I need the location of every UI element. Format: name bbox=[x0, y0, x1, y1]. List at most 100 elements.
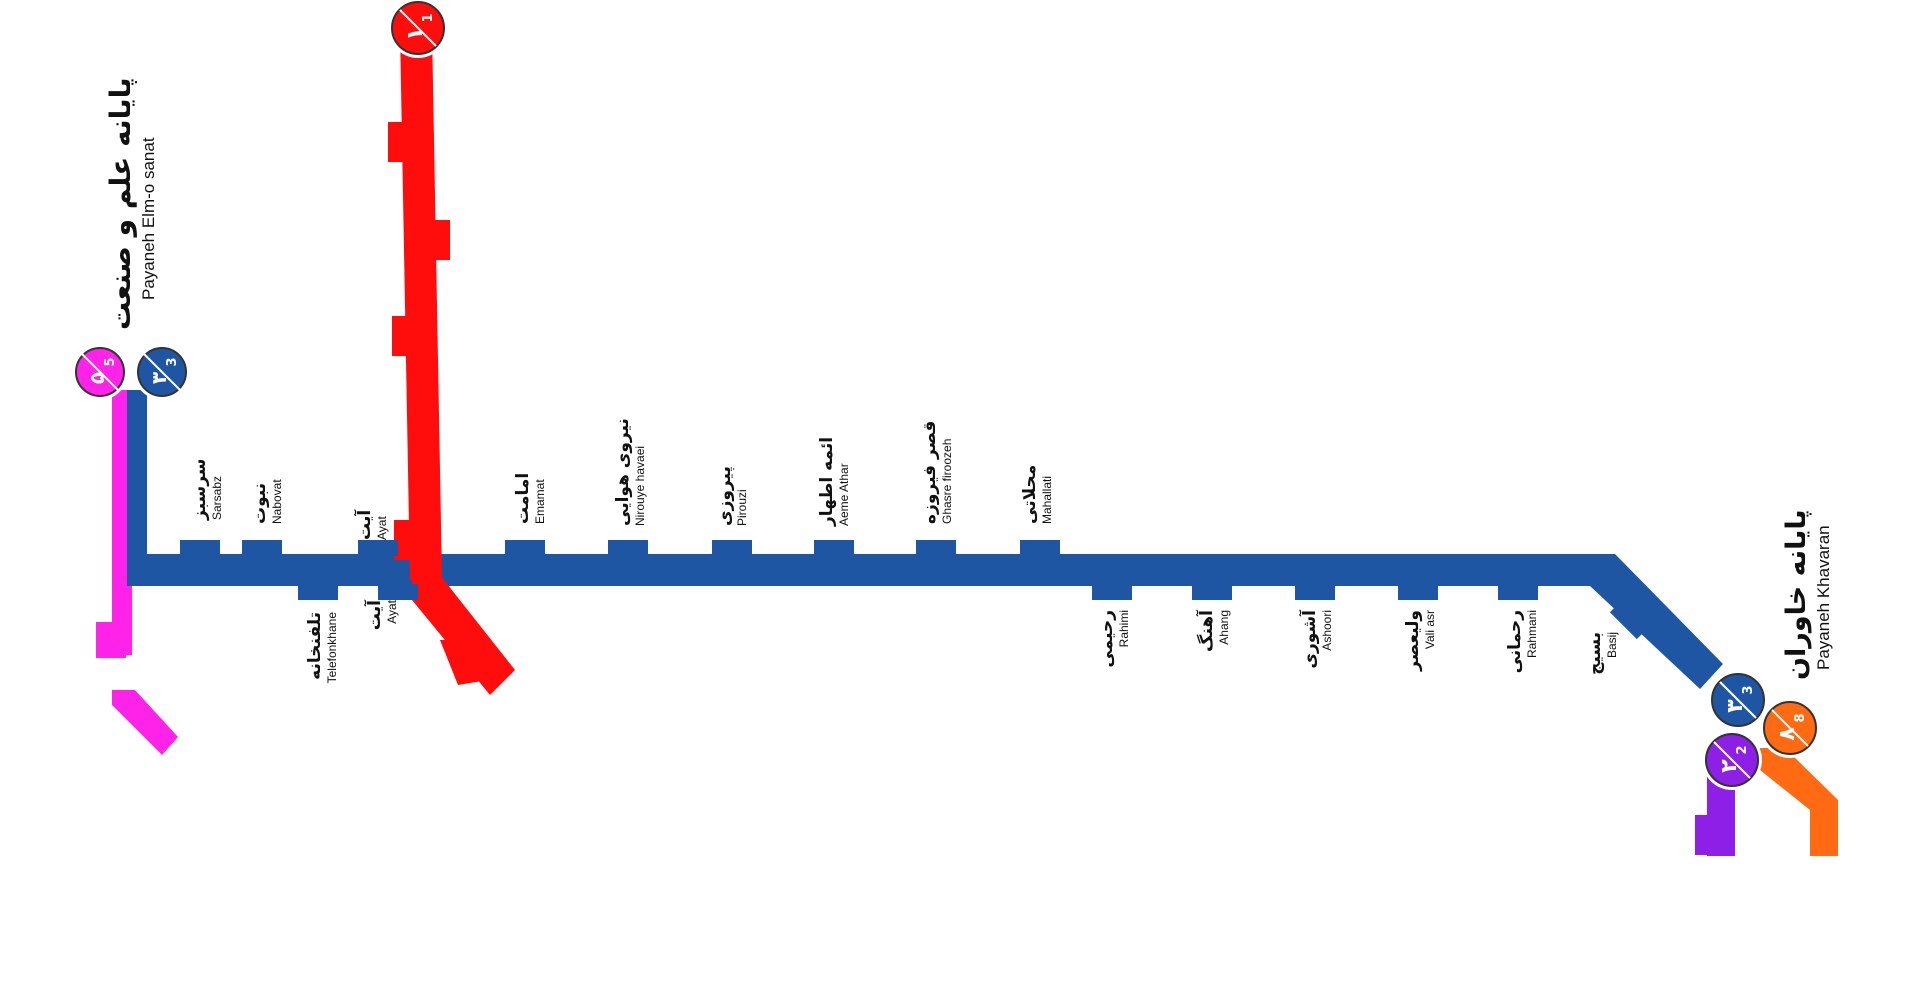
terminal-west-label: پایانه علم و صنعت Payaneh Elm-o sanat bbox=[104, 77, 158, 330]
station-label-fa: رحیمی bbox=[1097, 610, 1117, 668]
station-label-fa: قصر فیروزه bbox=[920, 421, 940, 524]
badge-fa: ۲ bbox=[1717, 759, 1742, 773]
badge-divider bbox=[399, 9, 437, 47]
badge-num: 8 bbox=[1793, 713, 1808, 722]
badge-divider bbox=[1771, 709, 1809, 747]
line-1-badge[interactable]: ۱ 1 bbox=[388, 0, 448, 58]
station-label-en: Emamat bbox=[533, 479, 547, 524]
badge-num: 3 bbox=[165, 357, 180, 366]
line-1 bbox=[388, 30, 515, 695]
station-label-fa: سرسبز bbox=[190, 458, 210, 521]
station-ashoori[interactable]: آشوری Ashoori bbox=[1298, 609, 1334, 669]
station-marker-bottom-6[interactable] bbox=[1498, 584, 1538, 600]
line-2-station-stub bbox=[1695, 815, 1717, 855]
station-marker-7[interactable] bbox=[916, 540, 956, 556]
station-label-fa: ولیعصر bbox=[1403, 610, 1423, 672]
badge-divider bbox=[143, 353, 181, 391]
station-marker-basij[interactable] bbox=[1609, 600, 1649, 640]
station-markers-bottom bbox=[298, 584, 1649, 640]
station-labels-bottom: تلفنخانه Telefonkhane آیت Ayat رحیمی Rah… bbox=[305, 599, 1619, 684]
line-5-badge[interactable]: ۵ 5 bbox=[72, 344, 128, 400]
line-2-badge[interactable]: ۲ 2 bbox=[1702, 730, 1762, 790]
station-marker-0[interactable] bbox=[180, 540, 220, 556]
station-label-fa: آشوری bbox=[1298, 609, 1320, 669]
badge-num: 3 bbox=[1741, 685, 1756, 694]
station-label-en: Aeme Athar bbox=[837, 463, 851, 526]
terminal-east-fa: پایانه خاوران bbox=[1781, 509, 1812, 680]
station-label-en: Mahallati bbox=[1040, 476, 1054, 524]
station-nirouye-havaei[interactable]: نیروی هوایی Nirouye havaei bbox=[613, 418, 647, 526]
station-ahang[interactable]: آهنگ Ahang bbox=[1195, 609, 1231, 652]
station-ayat-top[interactable]: آیت Ayat bbox=[353, 509, 389, 540]
station-label-en: Pirouzi bbox=[735, 489, 749, 526]
station-basij[interactable]: بسیج Basij bbox=[1585, 632, 1619, 675]
station-label-en: Ayat bbox=[375, 516, 389, 540]
station-marker-bottom-4[interactable] bbox=[1295, 584, 1335, 600]
station-label-fa: نیروی هوایی bbox=[613, 418, 633, 526]
station-pirouzi[interactable]: پیروزی Pirouzi bbox=[715, 466, 749, 526]
station-label-en: Basij bbox=[1605, 632, 1619, 658]
line-1-tail bbox=[412, 575, 515, 695]
badge-fa: ۸ bbox=[1775, 727, 1800, 741]
station-label-en: Ghasre firoozeh bbox=[940, 439, 954, 524]
station-marker-5[interactable] bbox=[712, 540, 752, 556]
station-marker-4[interactable] bbox=[608, 540, 648, 556]
station-nabovat[interactable]: نبوت Nabovat bbox=[250, 479, 284, 524]
station-sarsabz[interactable]: سرسبز Sarsabz bbox=[190, 458, 224, 521]
line-3-east-diagonal bbox=[1590, 554, 1723, 689]
line-1-station-stub bbox=[428, 220, 450, 260]
station-label-en: Ayat bbox=[385, 599, 399, 623]
line-3-badge-west[interactable]: ۳ 3 bbox=[134, 344, 190, 400]
station-label-fa: امامت bbox=[513, 473, 533, 524]
station-mahallati[interactable]: محلاتی Mahallati bbox=[1020, 465, 1054, 524]
station-labels-top: سرسبز Sarsabz نبوت Nabovat آیت Ayat امام… bbox=[190, 418, 1054, 540]
station-vali-asr[interactable]: ولیعصر Vali asr bbox=[1403, 610, 1437, 672]
station-ghasre-firoozeh[interactable]: قصر فیروزه Ghasre firoozeh bbox=[920, 421, 954, 524]
terminal-west-en: Payaneh Elm-o sanat bbox=[139, 137, 158, 300]
station-marker-1[interactable] bbox=[242, 540, 282, 556]
terminal-east-en: Payaneh Khavaran bbox=[1814, 525, 1833, 670]
station-label-en: Vali asr bbox=[1423, 610, 1437, 649]
station-rahmani[interactable]: رحمانی Rahmani bbox=[1505, 610, 1539, 673]
station-marker-bottom-3[interactable] bbox=[1192, 584, 1232, 600]
station-label-en: Rahmani bbox=[1525, 610, 1539, 658]
line-3-west-leg bbox=[127, 390, 147, 586]
station-label-en: Rahimi bbox=[1117, 610, 1131, 647]
station-ayat-bottom[interactable]: آیت Ayat bbox=[363, 599, 399, 630]
line-1-tail-stub bbox=[440, 640, 488, 685]
station-label-en: Ahang bbox=[1217, 610, 1231, 645]
line-8-badge[interactable]: ۸ 8 bbox=[1760, 698, 1820, 758]
line-3 bbox=[127, 390, 1723, 689]
station-marker-3[interactable] bbox=[505, 540, 545, 556]
line-3-badge-east[interactable]: ۳ 3 bbox=[1708, 670, 1768, 730]
badge-divider bbox=[1719, 681, 1757, 719]
station-marker-8[interactable] bbox=[1020, 540, 1060, 556]
badge-num: 5 bbox=[103, 357, 118, 366]
station-marker-bottom-2[interactable] bbox=[1092, 584, 1132, 600]
badge-divider bbox=[81, 353, 119, 391]
line-5-tail bbox=[112, 690, 178, 755]
station-marker-2[interactable] bbox=[358, 540, 398, 556]
station-rahimi[interactable]: رحیمی Rahimi bbox=[1097, 610, 1131, 668]
station-label-en: Ashoori bbox=[1320, 610, 1334, 651]
station-marker-bottom-5[interactable] bbox=[1398, 584, 1438, 600]
station-label-fa: ائمه اطهار bbox=[817, 437, 837, 527]
line-1-track bbox=[400, 30, 442, 580]
line-5-station-stub bbox=[96, 622, 126, 658]
station-label-fa: محلاتی bbox=[1020, 465, 1040, 524]
station-label-en: Sarsabz bbox=[210, 476, 224, 520]
station-marker-6[interactable] bbox=[814, 540, 854, 556]
station-telefonkhane[interactable]: تلفنخانه Telefonkhane bbox=[305, 612, 339, 684]
station-label-fa: آهنگ bbox=[1195, 609, 1217, 652]
station-marker-bottom-0[interactable] bbox=[298, 584, 338, 600]
station-label-fa: پیروزی bbox=[715, 466, 735, 526]
station-label-fa: آیت bbox=[353, 509, 375, 540]
line-3-main-track bbox=[127, 554, 1607, 586]
station-aeme-athar[interactable]: ائمه اطهار Aeme Athar bbox=[817, 437, 851, 527]
station-marker-bottom-1[interactable] bbox=[378, 584, 418, 600]
station-emamat[interactable]: امامت Emamat bbox=[513, 473, 547, 524]
badge-fa: ۵ bbox=[85, 372, 109, 384]
station-label-en: Nabovat bbox=[270, 479, 284, 524]
terminal-east-label: پایانه خاوران Payaneh Khavaran bbox=[1781, 509, 1833, 680]
